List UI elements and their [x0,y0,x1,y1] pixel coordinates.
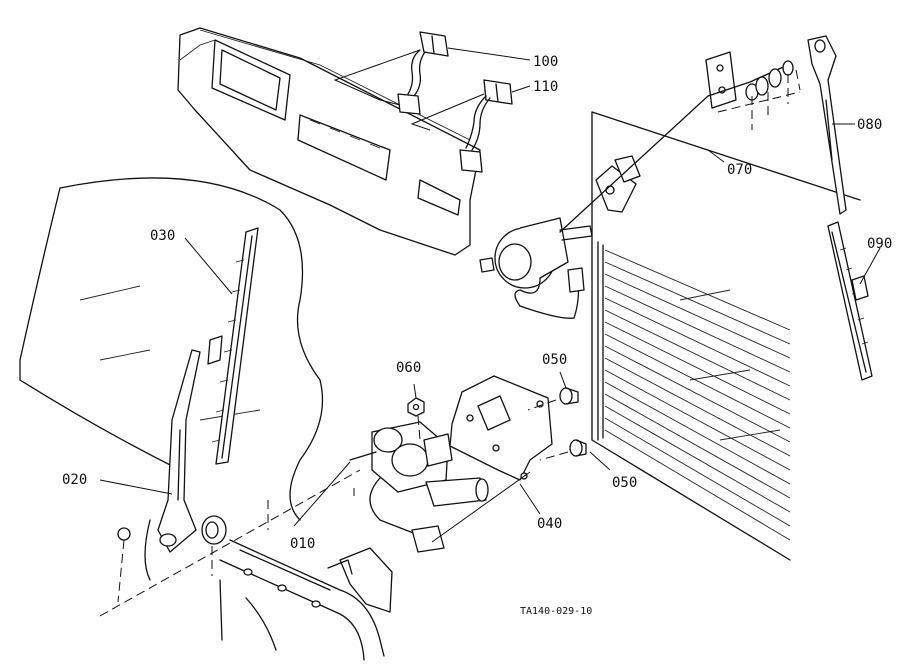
nut-060 [407,397,425,417]
callout-labels: 100 110 080 070 030 090 060 050 050 020 … [62,54,892,617]
callout-020: 020 [62,472,87,488]
motor-bracket-040 [449,375,553,481]
front-pivot-nut [117,515,227,545]
rear-wiper-motor-070 [479,51,737,319]
dashboard-panel [177,27,481,256]
rear-window-glass [591,111,861,561]
leader-060 [413,383,417,399]
bolt-050-upper [559,387,579,405]
callout-100: 100 [533,54,558,70]
callout-110: 110 [533,79,558,95]
callout-070: 070 [727,162,752,178]
callout-060: 060 [396,360,421,376]
front-wiper-arm-020 [157,349,201,553]
leader-030 [184,237,233,295]
front-wiper-motor-010 [349,421,489,553]
bolt-050-lower [569,439,587,457]
leader-010 [293,461,351,527]
rear-wiper-arm-080 [807,35,847,215]
leader-070 [707,149,725,163]
switch-110 [459,79,513,173]
leader-090 [859,247,881,285]
reference-code: TA140-029-10 [520,606,592,617]
lower-body-panel [144,519,393,661]
leader-110 [511,85,531,93]
callout-050-lower: 050 [612,475,637,491]
front-windshield [19,177,324,521]
switch-100 [397,31,449,115]
leader-100 [447,47,531,61]
callout-030: 030 [150,228,175,244]
leader-050-lower [589,451,611,471]
rear-motor-fasteners [717,60,801,130]
rear-wiper-blade-090 [827,221,873,381]
front-wiper-blade-030 [207,227,259,465]
callout-090: 090 [867,236,892,252]
leader-050-upper [559,371,567,389]
callout-040: 040 [537,516,562,532]
callout-050-upper: 050 [542,352,567,368]
leader-020 [99,479,173,495]
leader-040 [519,483,541,515]
callout-080: 080 [857,117,882,133]
callout-010: 010 [290,536,315,552]
